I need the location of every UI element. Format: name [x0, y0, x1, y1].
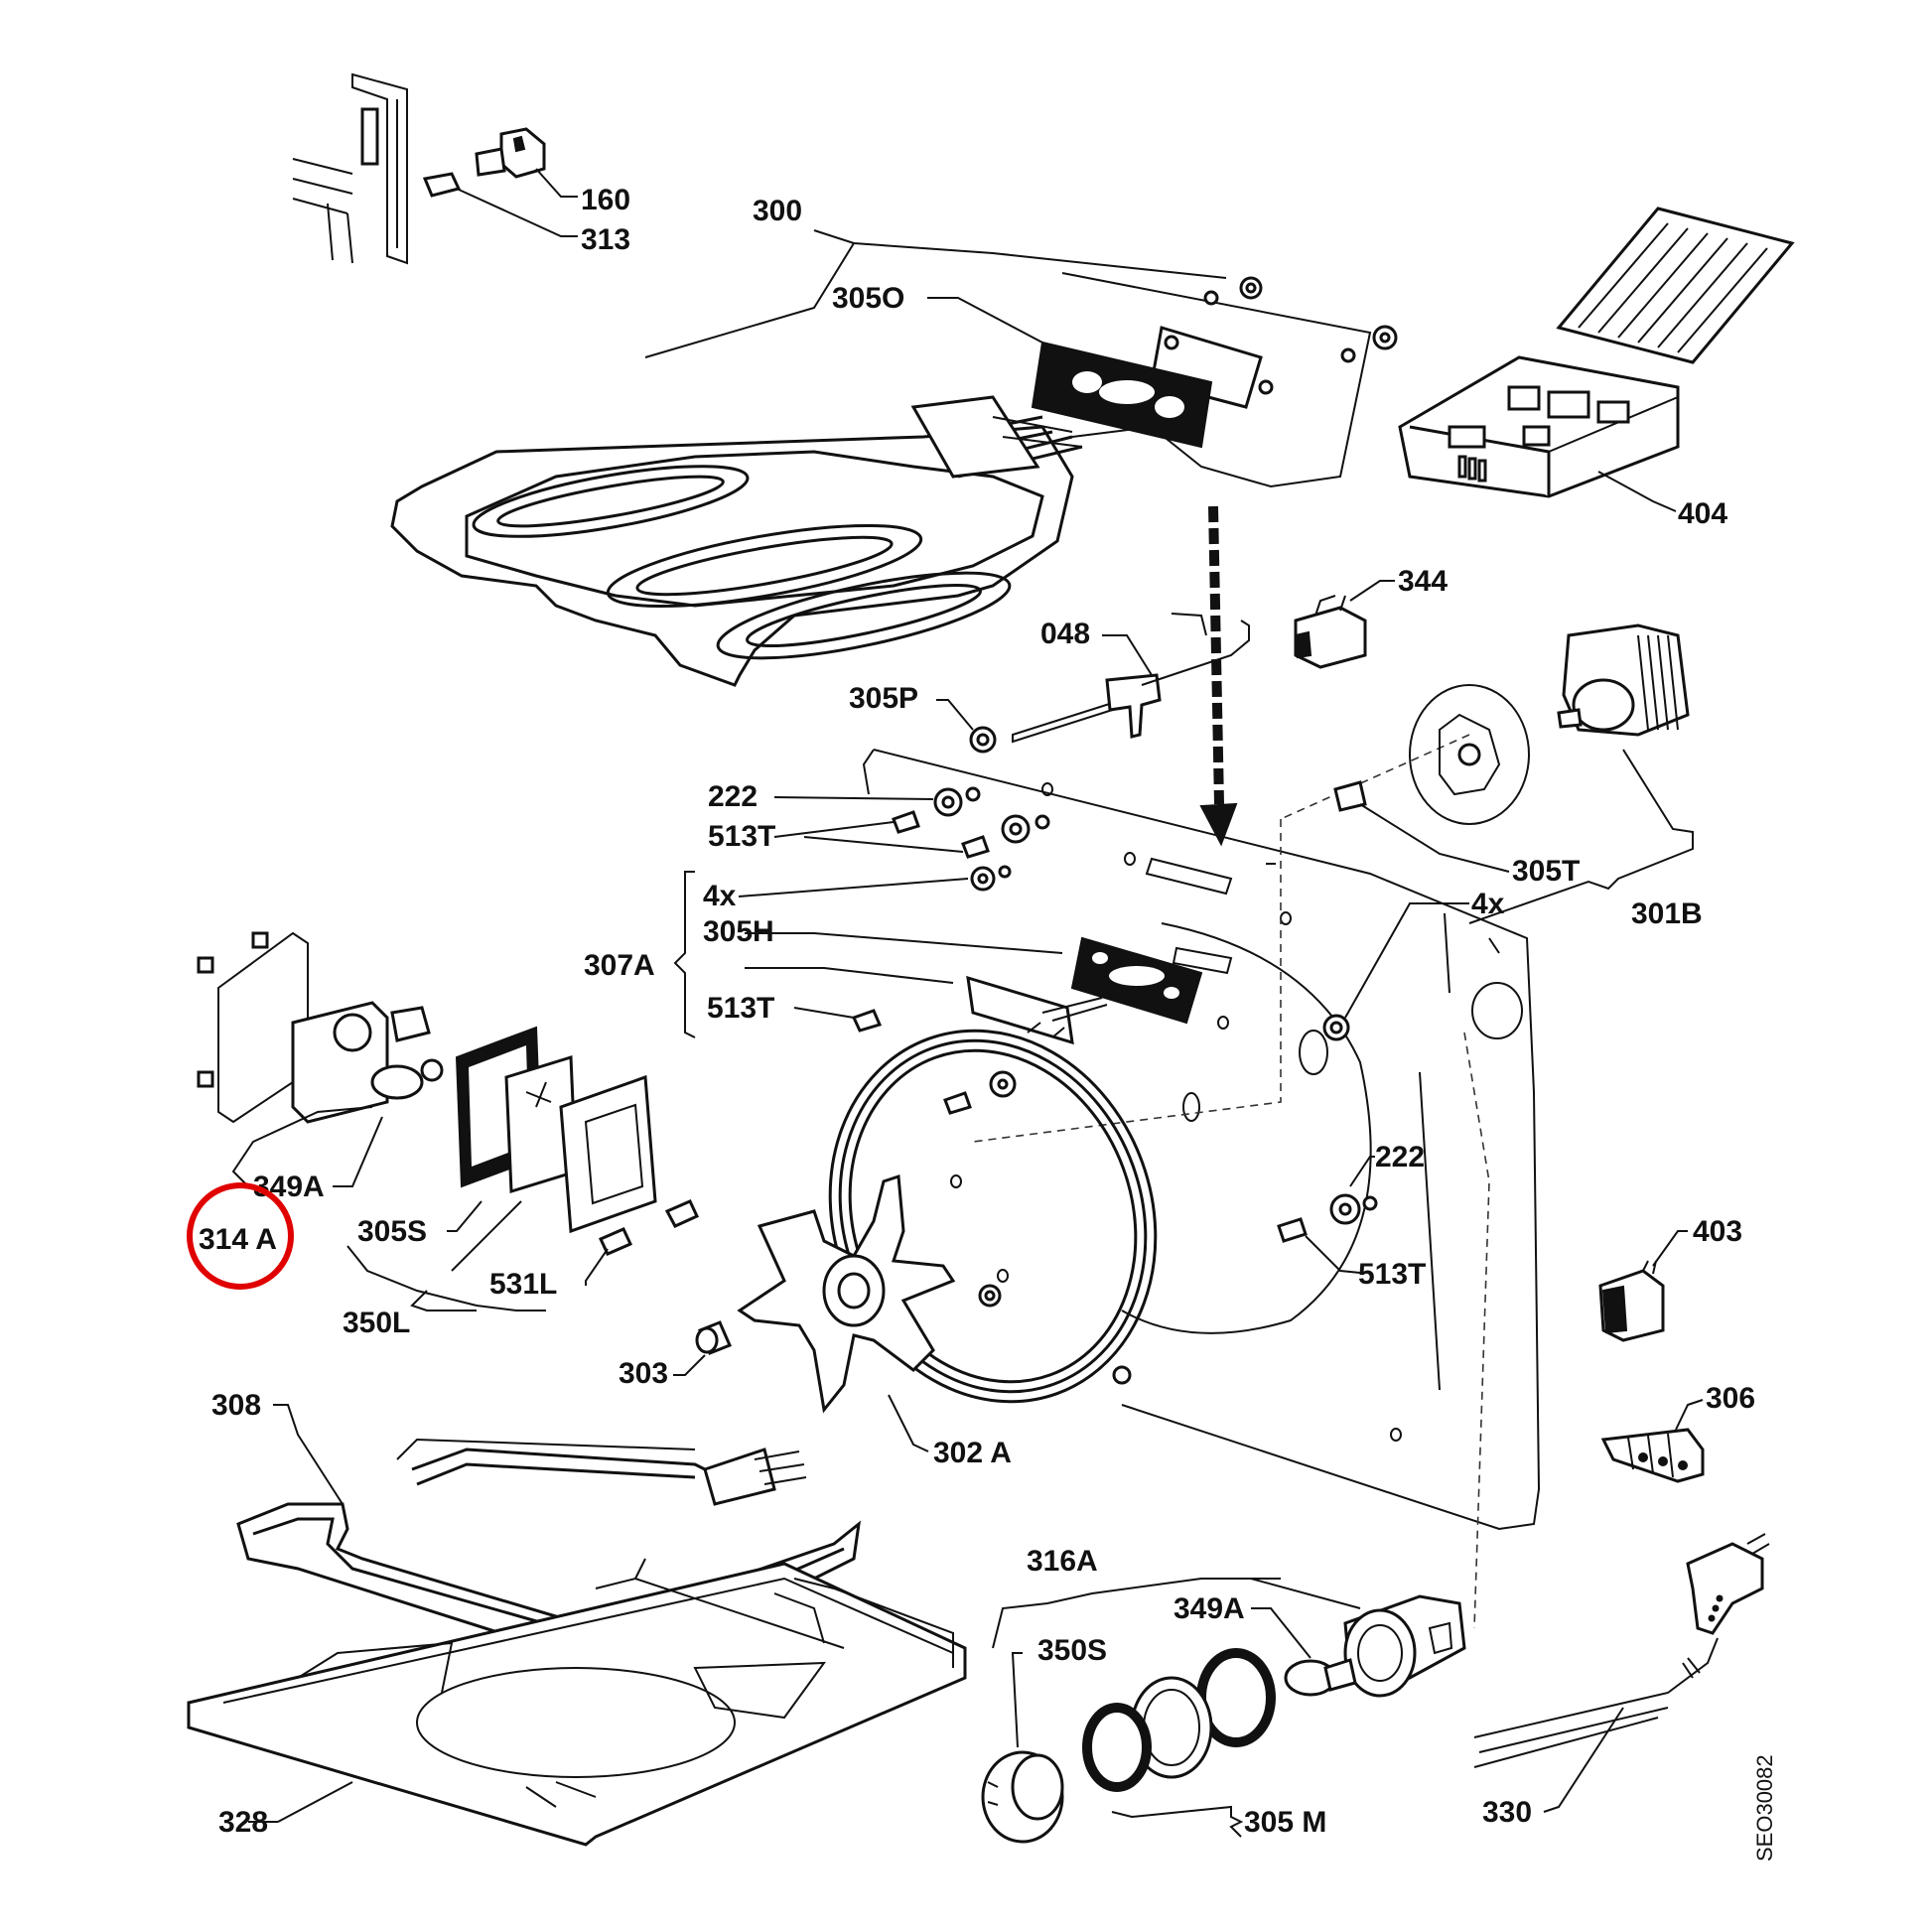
screws-531L [598, 1199, 699, 1256]
lamp-frame [559, 1074, 657, 1234]
label-350L: 350L [343, 1307, 410, 1339]
label-308: 308 [211, 1389, 261, 1422]
lamp-bulb-349A [1284, 1658, 1357, 1697]
label-305P: 305P [849, 682, 918, 715]
label-222-top: 222 [708, 780, 758, 813]
label-513T-top: 513T [708, 820, 775, 853]
fan-motor-301B [1333, 623, 1690, 825]
label-313: 313 [581, 223, 630, 256]
switch-344 [1294, 595, 1367, 669]
label-307A: 307A [584, 949, 655, 982]
rear-panel [862, 734, 1541, 1629]
frame-bracket [292, 72, 408, 265]
lamp-cover-350S [981, 1750, 1064, 1844]
label-222-right: 222 [1375, 1141, 1425, 1173]
label-513T-mid: 513T [707, 992, 774, 1025]
terminal-block-306 [1600, 1428, 1705, 1483]
nuts-305O [1203, 276, 1398, 363]
lamp-housing-left [197, 931, 444, 1124]
label-305M: 305 M [1244, 1806, 1326, 1839]
bushing-4x [1322, 1014, 1350, 1041]
fasteners-right [1277, 1193, 1378, 1243]
label-301B: 301B [1631, 897, 1703, 930]
label-349A-left: 349A [253, 1171, 325, 1203]
label-403: 403 [1693, 1215, 1742, 1248]
sensor-rod-048 [1012, 613, 1250, 744]
label-300: 300 [753, 195, 802, 227]
assembly-arrow [1199, 505, 1238, 847]
fan-blade-302A [737, 1173, 956, 1414]
label-404: 404 [1678, 497, 1727, 530]
label-306: 306 [1706, 1382, 1755, 1415]
grill-heating-element [390, 395, 1083, 687]
washer-305P [969, 726, 997, 754]
label-349A-bottom: 349A [1173, 1592, 1245, 1625]
label-350S: 350S [1037, 1634, 1107, 1667]
drawing-code: SEO30082 [1752, 1754, 1777, 1862]
spacer-303 [695, 1320, 732, 1355]
part-403 [1598, 1260, 1665, 1342]
gasket-305H [1070, 936, 1203, 1025]
label-314A: 314 A [199, 1223, 277, 1256]
label-305H: 305H [703, 915, 774, 948]
bottom-plate-328 [187, 1558, 967, 1847]
label-316A: 316A [1027, 1545, 1098, 1578]
label-531L: 531L [489, 1268, 557, 1301]
switch-part-160 [475, 127, 546, 179]
power-cable-330 [1473, 1533, 1770, 1768]
connector-part-313 [422, 172, 462, 198]
label-4x-left: 4x [703, 880, 737, 912]
label-303: 303 [619, 1357, 668, 1390]
label-305O: 305O [832, 282, 904, 315]
highlight-circle [187, 1182, 294, 1290]
label-4x-right: 4x [1471, 888, 1505, 920]
lamp-socket-316A [1343, 1594, 1466, 1698]
label-328: 328 [218, 1806, 268, 1839]
label-344: 344 [1398, 565, 1448, 598]
label-048: 048 [1040, 618, 1090, 650]
electronic-module-404 [1398, 207, 1795, 498]
gasket-305O [1031, 341, 1213, 449]
label-305S: 305S [357, 1215, 427, 1248]
label-305T: 305T [1512, 855, 1580, 888]
lamp-gasket-rings-305M [1082, 1648, 1276, 1792]
label-160: 160 [581, 184, 630, 216]
terminal-plate [966, 975, 1108, 1045]
label-302A: 302 A [933, 1437, 1012, 1469]
fasteners-top [892, 786, 1050, 892]
label-330: 330 [1482, 1796, 1532, 1829]
label-513T-right: 513T [1358, 1258, 1426, 1291]
